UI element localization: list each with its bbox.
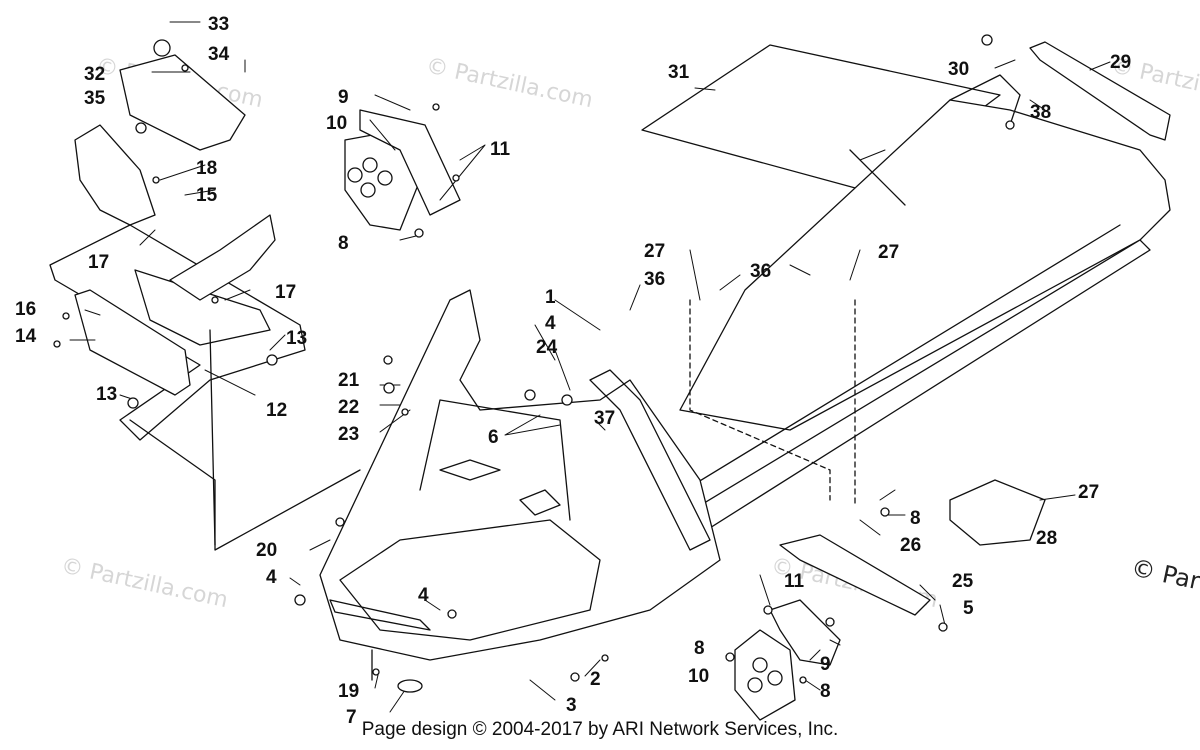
callout-32: 32 bbox=[84, 64, 105, 85]
callout-37: 37 bbox=[594, 408, 615, 429]
callout-10: 10 bbox=[326, 113, 347, 134]
callout-labels: 33 34 32 35 18 15 17 17 16 14 13 13 12 9… bbox=[15, 14, 1131, 728]
part-15-upper bbox=[74, 124, 156, 226]
callout-11: 11 bbox=[490, 139, 511, 160]
callout-22: 22 bbox=[338, 397, 359, 418]
callout-8: 8 bbox=[820, 681, 831, 702]
part-13-bracket bbox=[134, 269, 271, 346]
callout-35: 35 bbox=[84, 88, 106, 109]
callout-13: 13 bbox=[96, 384, 117, 405]
callout-36: 36 bbox=[750, 261, 771, 282]
callout-27: 27 bbox=[644, 241, 665, 262]
part-9-bracket-upper bbox=[359, 109, 461, 216]
callout-19: 19 bbox=[338, 681, 359, 702]
callout-15: 15 bbox=[196, 185, 218, 206]
callout-3: 3 bbox=[566, 695, 577, 716]
fastener-group bbox=[53, 34, 1015, 693]
callout-4: 4 bbox=[545, 313, 556, 334]
part-32-cover bbox=[119, 54, 246, 151]
part-25-plate bbox=[779, 534, 931, 616]
chassis-cutout bbox=[439, 459, 501, 481]
assembly-line-12 bbox=[129, 419, 361, 551]
part-10-hole bbox=[377, 170, 393, 186]
callout-6: 6 bbox=[488, 427, 499, 448]
callout-17: 17 bbox=[275, 282, 296, 303]
callout-24: 24 bbox=[536, 337, 558, 358]
callout-30: 30 bbox=[948, 59, 969, 80]
callout-17: 17 bbox=[88, 252, 109, 273]
callout-29: 29 bbox=[1110, 52, 1131, 73]
part-10-hole bbox=[347, 167, 363, 183]
callout-7: 7 bbox=[346, 707, 357, 728]
part-10-hole bbox=[752, 657, 768, 673]
edge-watermark-text: © Partzi bbox=[1129, 553, 1200, 601]
callout-18: 18 bbox=[196, 158, 217, 179]
dashed-guide bbox=[689, 299, 856, 506]
callout-2: 2 bbox=[590, 669, 601, 690]
chassis-floor bbox=[339, 519, 601, 641]
chassis-brace bbox=[589, 369, 711, 551]
callout-12: 12 bbox=[266, 400, 287, 421]
callout-13: 13 bbox=[286, 328, 307, 349]
part-28-bracket bbox=[949, 479, 1046, 546]
footrest-strip bbox=[329, 599, 431, 631]
part-29-rail bbox=[1029, 41, 1171, 141]
part-10-hole bbox=[360, 182, 376, 198]
part-15-lower bbox=[169, 214, 276, 301]
callout-23: 23 bbox=[338, 424, 359, 445]
callout-36: 36 bbox=[644, 269, 665, 290]
callout-4: 4 bbox=[418, 585, 429, 606]
callout-1: 1 bbox=[545, 287, 556, 308]
callout-8: 8 bbox=[910, 508, 921, 529]
leader-lines bbox=[69, 21, 1111, 713]
part-1-tunnel bbox=[679, 99, 1171, 431]
tunnel-rear-flap bbox=[949, 74, 1021, 126]
part-10-hole bbox=[767, 670, 783, 686]
callout-31: 31 bbox=[668, 62, 690, 83]
part-14-bracket bbox=[74, 289, 191, 396]
part-9-bracket-lower bbox=[769, 599, 841, 666]
callout-10: 10 bbox=[688, 666, 709, 687]
callout-28: 28 bbox=[1036, 528, 1057, 549]
callout-9: 9 bbox=[338, 87, 349, 108]
callout-33: 33 bbox=[208, 14, 229, 35]
callout-4: 4 bbox=[266, 567, 277, 588]
chassis-bulkhead bbox=[419, 399, 571, 521]
callout-8: 8 bbox=[338, 233, 349, 254]
callout-16: 16 bbox=[15, 299, 36, 320]
part-10-skid-lower bbox=[734, 629, 796, 721]
callout-9: 9 bbox=[820, 654, 831, 675]
chassis-body bbox=[319, 289, 721, 661]
callout-26: 26 bbox=[900, 535, 921, 556]
chassis-cutout bbox=[519, 489, 561, 516]
callout-11: 11 bbox=[784, 571, 805, 592]
mat-drop-line bbox=[849, 149, 906, 206]
callout-14: 14 bbox=[15, 326, 37, 347]
watermark-text: © Partzilla.com bbox=[424, 53, 595, 113]
part-10-hole bbox=[362, 157, 378, 173]
callout-25: 25 bbox=[952, 571, 974, 592]
callout-20: 20 bbox=[256, 540, 277, 561]
part-10-hole bbox=[747, 677, 763, 693]
footer-copyright: Page design © 2004-2017 by ARI Network S… bbox=[361, 719, 839, 740]
callout-34: 34 bbox=[208, 44, 230, 65]
callout-8: 8 bbox=[694, 638, 705, 659]
assembly-line-17 bbox=[209, 329, 216, 546]
callout-21: 21 bbox=[338, 370, 360, 391]
watermark-text: © Partzilla.com bbox=[59, 553, 230, 613]
callout-38: 38 bbox=[1030, 102, 1051, 123]
callout-27: 27 bbox=[1078, 482, 1099, 503]
callout-5: 5 bbox=[963, 598, 974, 619]
callout-27: 27 bbox=[878, 242, 899, 263]
